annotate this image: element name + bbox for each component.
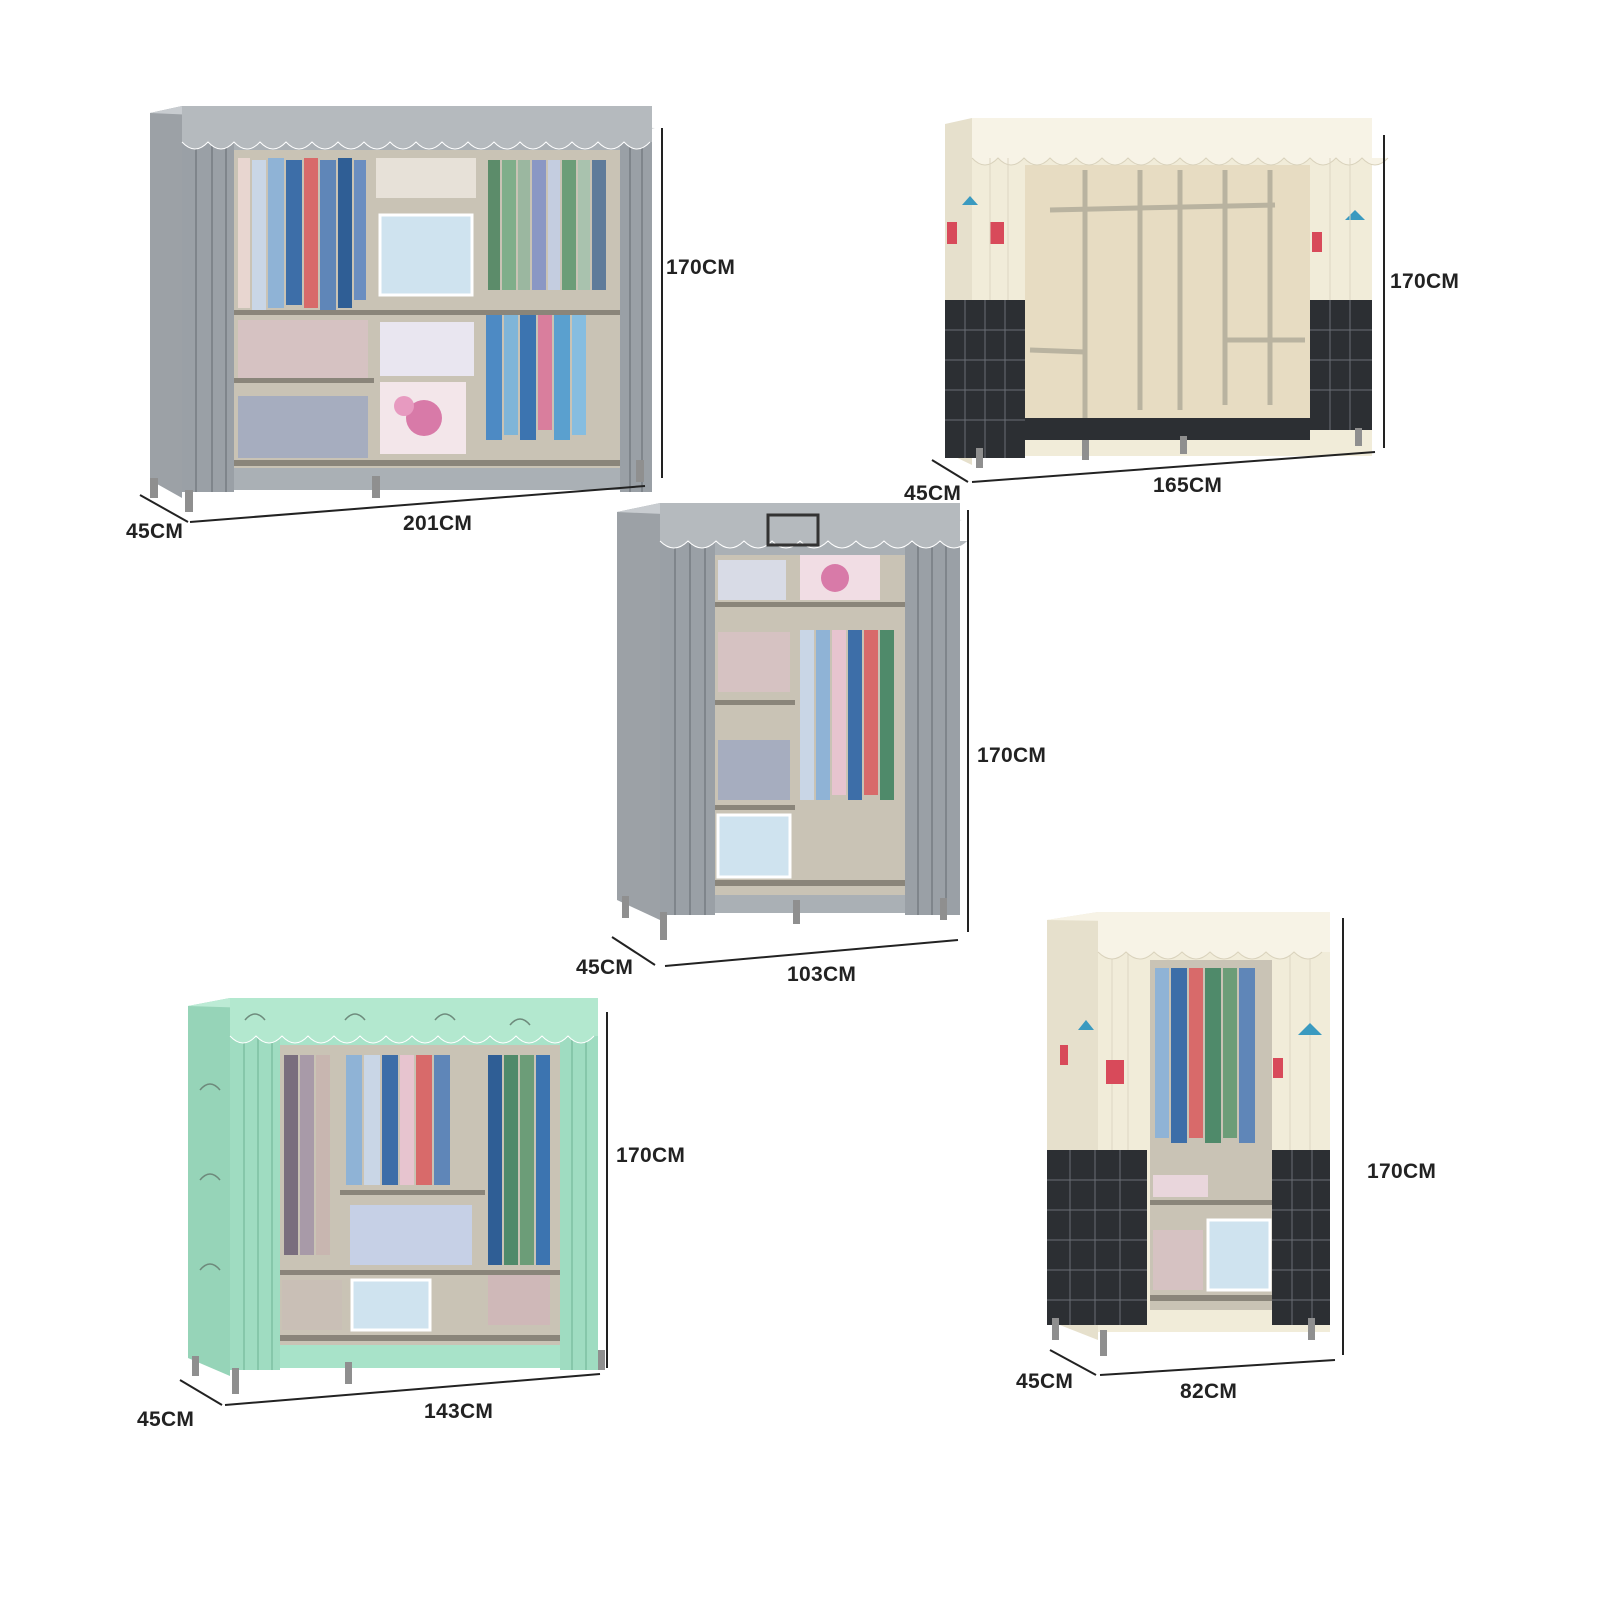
depth-label: 45CM xyxy=(126,520,184,543)
height-label: 170CM xyxy=(977,744,1047,767)
height-label: 170CM xyxy=(616,1144,686,1167)
wardrobe-grey-103-image xyxy=(611,503,969,967)
wardrobe-cream-82: 82CM 45CM 170CM xyxy=(1016,912,1437,1403)
wardrobe-cream-165-image xyxy=(931,118,1389,483)
wardrobe-mint-143-image xyxy=(179,998,608,1406)
wardrobe-cream-82-image xyxy=(1047,912,1344,1376)
width-label: 165CM xyxy=(1153,474,1223,497)
depth-label: 45CM xyxy=(576,956,634,979)
width-label: 143CM xyxy=(424,1400,494,1423)
height-label: 170CM xyxy=(1390,270,1460,293)
wardrobe-mint-143: 143CM 45CM 170CM xyxy=(0,0,800,1470)
height-label: 170CM xyxy=(1367,1160,1437,1183)
width-label: 103CM xyxy=(787,963,857,986)
depth-label: 45CM xyxy=(904,482,962,505)
wardrobe-grey-103: 103CM 45CM 170CM xyxy=(576,503,1047,986)
width-label: 201CM xyxy=(403,512,473,535)
wardrobe-grey-201: 201CM 45CM 170CM xyxy=(0,0,800,560)
depth-label: 45CM xyxy=(137,1408,195,1431)
depth-label: 45CM xyxy=(1016,1370,1074,1393)
height-label: 170CM xyxy=(666,256,736,279)
wardrobe-grey-201-image xyxy=(139,106,663,523)
width-label: 82CM xyxy=(1180,1380,1238,1403)
wardrobe-cream-165: 165CM 45CM 170CM xyxy=(0,0,1601,560)
